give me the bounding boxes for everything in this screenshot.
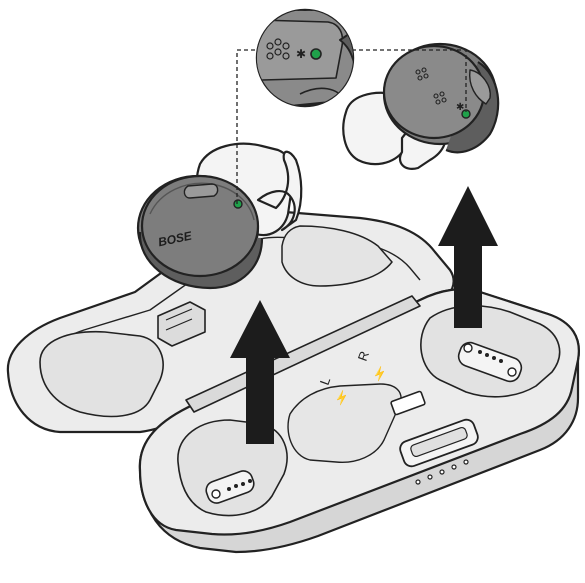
- left-earbud-led: [234, 200, 242, 208]
- zoom-bluetooth-icon: ✱: [296, 47, 306, 61]
- led-zoom-callout: ✱: [250, 10, 370, 110]
- right-earbud: ✱: [343, 44, 498, 169]
- zoom-led-indicator: [311, 49, 321, 59]
- charging-case: [8, 212, 579, 552]
